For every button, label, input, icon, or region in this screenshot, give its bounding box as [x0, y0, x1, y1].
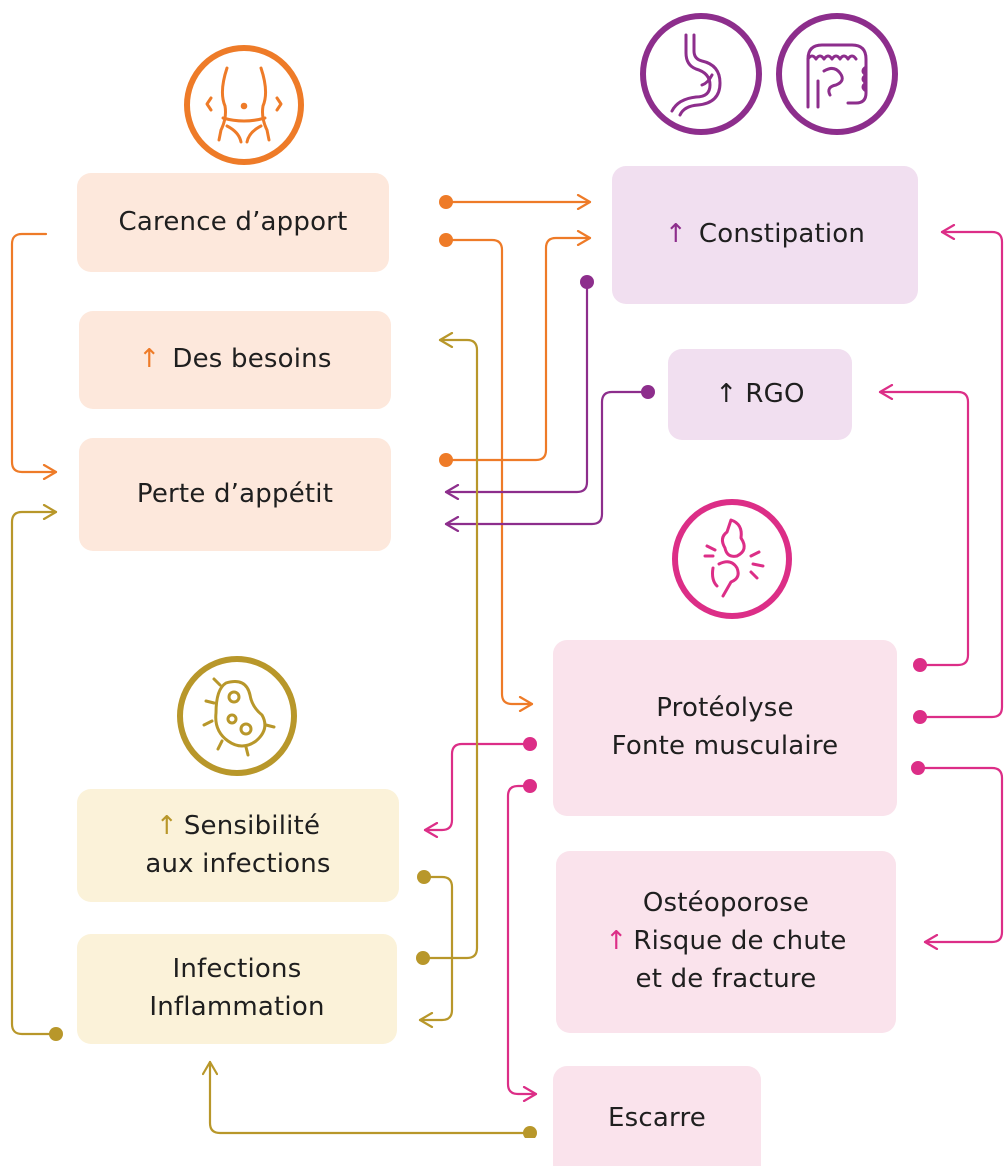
increase-arrow-icon: ↑: [605, 926, 628, 957]
box-rgo: ↑RGO: [668, 349, 852, 440]
increase-arrow-icon: ↑: [155, 810, 178, 841]
box-constipation: ↑ Constipation: [612, 166, 918, 304]
connector-layer: [10, 0, 1004, 1138]
box-carence-label: Carence d’apport: [118, 206, 348, 237]
box-perte-d-appetit: Perte d’appétit: [79, 438, 391, 551]
box-escarre-label: Escarre: [608, 1103, 706, 1133]
connector-infections-to-perte: [10, 512, 58, 1036]
connector-escarre-to-infections: [210, 1060, 532, 1135]
microbe-icon: [176, 655, 298, 777]
box-infections-line1: Infections: [172, 954, 302, 985]
box-proteolyse-line1: Protéolyse: [656, 693, 794, 724]
connector-proteolyse-to-escarre: [506, 784, 538, 1094]
waist-icon: [183, 44, 305, 166]
box-osteoporose-line1: Ostéoporose: [642, 888, 810, 919]
box-perte-label: Perte d’appétit: [136, 478, 334, 509]
box-osteoporose-line3: et de fracture: [635, 963, 817, 994]
box-des-besoins: ↑ Des besoins: [79, 311, 391, 409]
box-carence-d-apport: Carence d’apport: [77, 173, 389, 272]
connector-carence-to-proteolyse: [444, 238, 534, 704]
box-osteoporose: Ostéoporose ↑Risque de chute et de fract…: [556, 851, 896, 1033]
joint-pain-icon: [671, 498, 793, 620]
increase-arrow-icon: ↑: [664, 219, 687, 250]
box-infections-inflammation: Infections Inflammation: [77, 934, 397, 1044]
connector-proteolyse-to-constipation: [918, 232, 1004, 719]
connector-proteolyse-to-osteoporose: [916, 766, 1004, 942]
connector-sensibilite-to-infections: [418, 875, 454, 1020]
box-constipation-label: Constipation: [698, 219, 866, 250]
connector-proteolyse-to-rgo: [878, 392, 970, 667]
box-sensibilite-line2: aux infections: [145, 848, 331, 879]
increase-arrow-icon: ↑: [715, 378, 738, 409]
increase-arrow-icon: ↑: [138, 344, 161, 375]
connector-carence-perte-loop: [10, 232, 58, 472]
box-proteolyse: Protéolyse Fonte musculaire: [553, 640, 897, 816]
intestine-icon: [774, 11, 900, 137]
box-sensibilite-aux-infections: ↑Sensibilité aux infections: [77, 789, 399, 902]
box-sensibilite-line1: Sensibilité: [183, 810, 321, 841]
box-osteoporose-line2: Risque de chute: [633, 926, 847, 957]
box-besoins-label: Des besoins: [172, 344, 332, 375]
box-proteolyse-line2: Fonte musculaire: [611, 731, 839, 761]
box-rgo-label: RGO: [745, 378, 805, 409]
connector-infections-to-besoins: [421, 340, 479, 960]
connector-dots: [49, 195, 927, 1138]
connector-rgo-to-perte: [444, 390, 650, 524]
connector-perte-to-constipation: [444, 238, 592, 462]
box-infections-line2: Inflammation: [149, 992, 325, 1022]
connector-constipation-to-perte: [444, 280, 589, 492]
box-escarre: Escarre: [553, 1066, 761, 1166]
stomach-icon: [638, 11, 764, 137]
connector-proteolyse-to-sensibilite: [423, 742, 532, 830]
